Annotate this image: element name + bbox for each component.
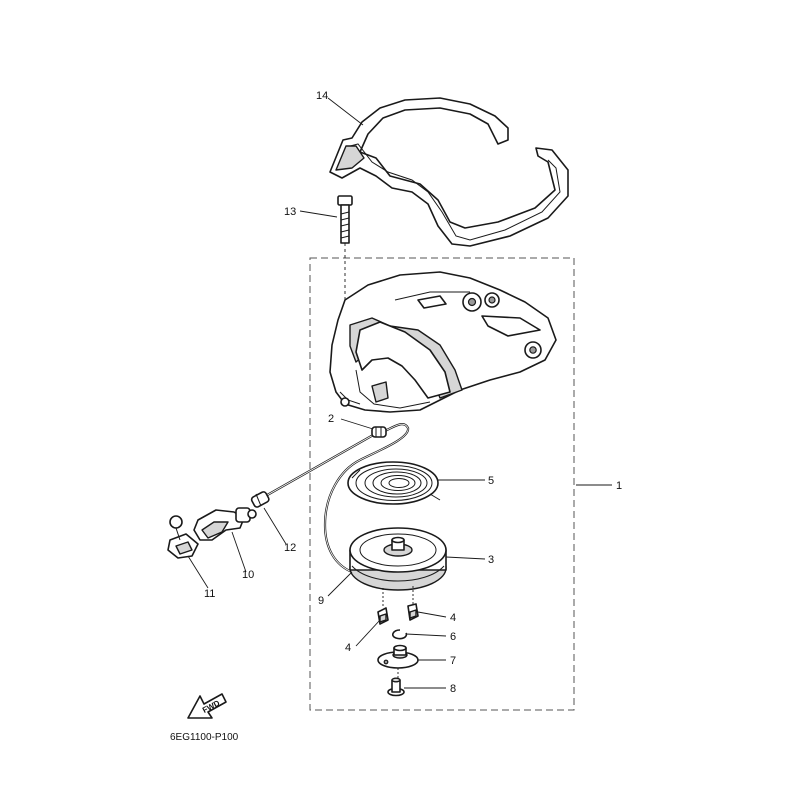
part-7-drive-plate[interactable] <box>377 644 419 669</box>
fwd-arrow-icon: FWD <box>187 693 227 719</box>
callout-5: 5 <box>488 475 494 487</box>
callout-2: 2 <box>328 413 334 425</box>
part-10-starter-handle[interactable] <box>193 507 257 541</box>
part-4-pawl-right[interactable] <box>407 586 419 621</box>
callout-4a: 4 <box>450 612 456 624</box>
callout-13: 13 <box>284 206 296 218</box>
part-2-rope-guide[interactable] <box>371 426 387 438</box>
part-12-rope-stopper[interactable] <box>250 491 270 508</box>
part-1-starter-housing[interactable] <box>329 271 557 413</box>
callout-12: 12 <box>284 542 296 554</box>
callout-4b: 4 <box>345 642 351 654</box>
part-4-pawl-left[interactable] <box>377 588 389 625</box>
diagram-code: 6EG1100-P100 <box>170 732 239 743</box>
callout-6: 6 <box>450 631 456 643</box>
part-6-circlip[interactable] <box>392 629 408 640</box>
part-9-starter-rope[interactable] <box>261 423 410 574</box>
callout-10: 10 <box>242 569 254 581</box>
part-11-lock-plate[interactable] <box>167 515 199 559</box>
callout-7: 7 <box>450 655 456 667</box>
callout-14: 14 <box>316 90 328 102</box>
assembly-boundary <box>309 257 575 711</box>
part-8-screw[interactable] <box>387 668 405 697</box>
part-3-sheave-drum[interactable] <box>349 527 447 591</box>
part-5-recoil-spring[interactable] <box>347 461 441 505</box>
callout-1: 1 <box>616 480 622 492</box>
callout-9: 9 <box>318 595 324 607</box>
part-14-cover-frame[interactable] <box>329 97 569 247</box>
callout-11: 11 <box>204 588 215 600</box>
callout-3: 3 <box>488 554 494 566</box>
callout-8: 8 <box>450 683 456 695</box>
leader-lines <box>187 97 612 689</box>
